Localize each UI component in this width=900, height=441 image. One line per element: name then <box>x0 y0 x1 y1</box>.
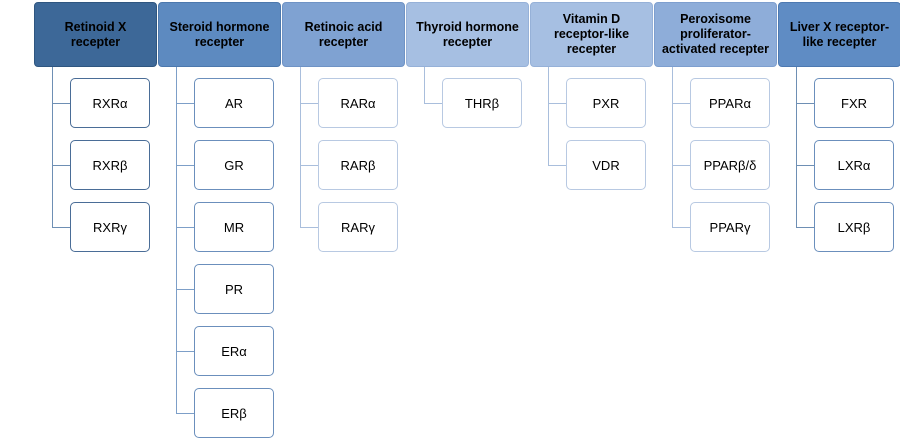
receptor-box-mr: MR <box>194 202 274 252</box>
receptor-box-rxr: RXRα <box>70 78 150 128</box>
connector-branch <box>796 165 814 166</box>
receptor-box-gr: GR <box>194 140 274 190</box>
family-header-liver-x-receptor-like-recepter: Liver X receptor-like recepter <box>778 2 900 67</box>
connector-branch <box>300 103 318 104</box>
receptor-box-pxr: PXR <box>566 78 646 128</box>
receptor-box-fxr: FXR <box>814 78 894 128</box>
receptor-box-er: ERα <box>194 326 274 376</box>
connector-trunk <box>424 67 425 103</box>
receptor-box-rar: RARβ <box>318 140 398 190</box>
connector-branch <box>796 227 814 228</box>
receptor-box-rar: RARγ <box>318 202 398 252</box>
connector-branch <box>52 103 70 104</box>
connector-trunk <box>52 67 53 227</box>
family-header-steroid-hormone-recepter: Steroid hormone recepter <box>158 2 281 67</box>
receptor-box-ppar: PPARα <box>690 78 770 128</box>
receptor-box-pr: PR <box>194 264 274 314</box>
connector-branch <box>176 165 194 166</box>
connector-branch <box>176 103 194 104</box>
receptor-box-thr: THRβ <box>442 78 522 128</box>
connector-branch <box>176 351 194 352</box>
connector-trunk <box>796 67 797 227</box>
receptor-box-ppar: PPARγ <box>690 202 770 252</box>
connector-branch <box>176 289 194 290</box>
connector-branch <box>52 165 70 166</box>
connector-branch <box>300 165 318 166</box>
connector-branch <box>176 227 194 228</box>
connector-trunk <box>672 67 673 227</box>
receptor-box-ar: AR <box>194 78 274 128</box>
connector-branch <box>548 103 566 104</box>
connector-branch <box>796 103 814 104</box>
connector-branch <box>176 413 194 414</box>
connector-branch <box>548 165 566 166</box>
connector-branch <box>672 165 690 166</box>
connector-trunk <box>548 67 549 165</box>
connector-branch <box>300 227 318 228</box>
family-header-retinoid-x-recepter: Retinoid X recepter <box>34 2 157 67</box>
family-header-vitamin-d-receptor-like-recepter: Vitamin D receptor-like recepter <box>530 2 653 67</box>
family-header-thyroid-hormone-recepter: Thyroid hormone recepter <box>406 2 529 67</box>
receptor-box-vdr: VDR <box>566 140 646 190</box>
receptor-box-er: ERβ <box>194 388 274 438</box>
receptor-box-rar: RARα <box>318 78 398 128</box>
receptor-box-rxr: RXRβ <box>70 140 150 190</box>
connector-trunk <box>176 67 177 413</box>
connector-branch <box>424 103 442 104</box>
receptor-box-ppar: PPARβ/δ <box>690 140 770 190</box>
receptor-box-lxr: LXRβ <box>814 202 894 252</box>
family-header-retinoic-acid-recepter: Retinoic acid recepter <box>282 2 405 67</box>
connector-branch <box>672 103 690 104</box>
connector-trunk <box>300 67 301 227</box>
receptor-box-lxr: LXRα <box>814 140 894 190</box>
connector-branch <box>52 227 70 228</box>
family-header-peroxisome-proliferator-activated-recepter: Peroxisome proliferator-activated recept… <box>654 2 777 67</box>
connector-branch <box>672 227 690 228</box>
receptor-box-rxr: RXRγ <box>70 202 150 252</box>
